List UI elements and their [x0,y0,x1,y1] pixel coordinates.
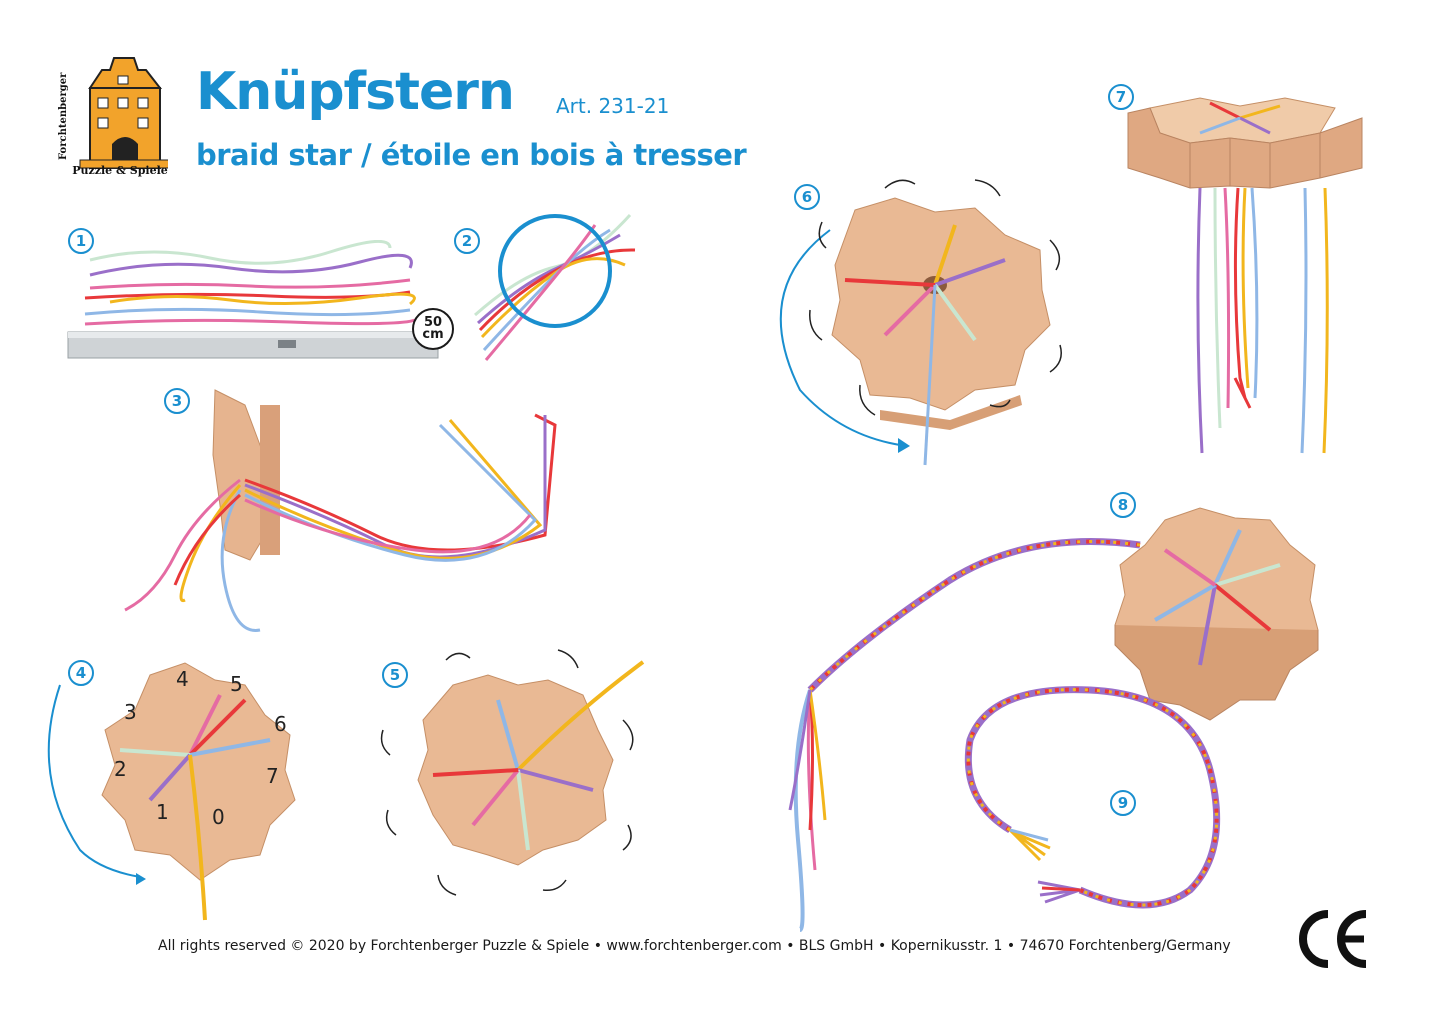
step-badge-9: 9 [1110,790,1136,816]
slot-number-6: 6 [274,712,287,736]
step-badge-1: 1 [68,228,94,254]
step-badge-7: 7 [1108,84,1134,110]
length-badge: 50 cm [412,308,454,350]
slot-number-4: 4 [176,667,189,691]
slot-number-7: 7 [266,764,279,788]
slot-number-0: 0 [212,805,225,829]
length-badge-unit: cm [422,327,444,342]
step9-bracelet-illustration [964,686,1221,909]
step8-braid-illustration [788,507,1319,932]
slot-number-1: 1 [156,800,169,824]
step-badge-3: 3 [164,388,190,414]
slot-number-5: 5 [230,672,243,696]
step3-star-side-illustration [124,389,557,632]
step2-knot-illustration [474,213,636,361]
length-badge-value: 50 [423,315,443,330]
logo-caption: Puzzle & Spiele [72,164,168,177]
slot-number-3: 3 [124,700,137,724]
step4-numbered-star-illustration [47,662,296,921]
step-badge-5: 5 [382,662,408,688]
footer-copyright: All rights reserved © 2020 by Forchtenbe… [158,938,1231,954]
page-subtitle: braid star / étoile en bois à tresser [196,138,747,172]
step7-hanging-yarns-illustration [1127,97,1363,454]
step-badge-6: 6 [794,184,820,210]
forchtenberger-house-logo [79,57,168,169]
slot-number-2: 2 [114,757,127,781]
step-badge-2: 2 [454,228,480,254]
logo-side-text: Forchtenberger [58,72,69,160]
step5-rotating-star-illustration [380,649,645,896]
page-title: Knüpfstern [196,62,515,122]
ce-mark-icon [1299,910,1367,968]
step6-turning-star-illustration [779,179,1062,466]
step1-yarns-ruler-illustration [67,240,439,359]
step-badge-4: 4 [68,660,94,686]
article-number: Art. 231-21 [556,94,670,118]
step-badge-8: 8 [1110,492,1136,518]
